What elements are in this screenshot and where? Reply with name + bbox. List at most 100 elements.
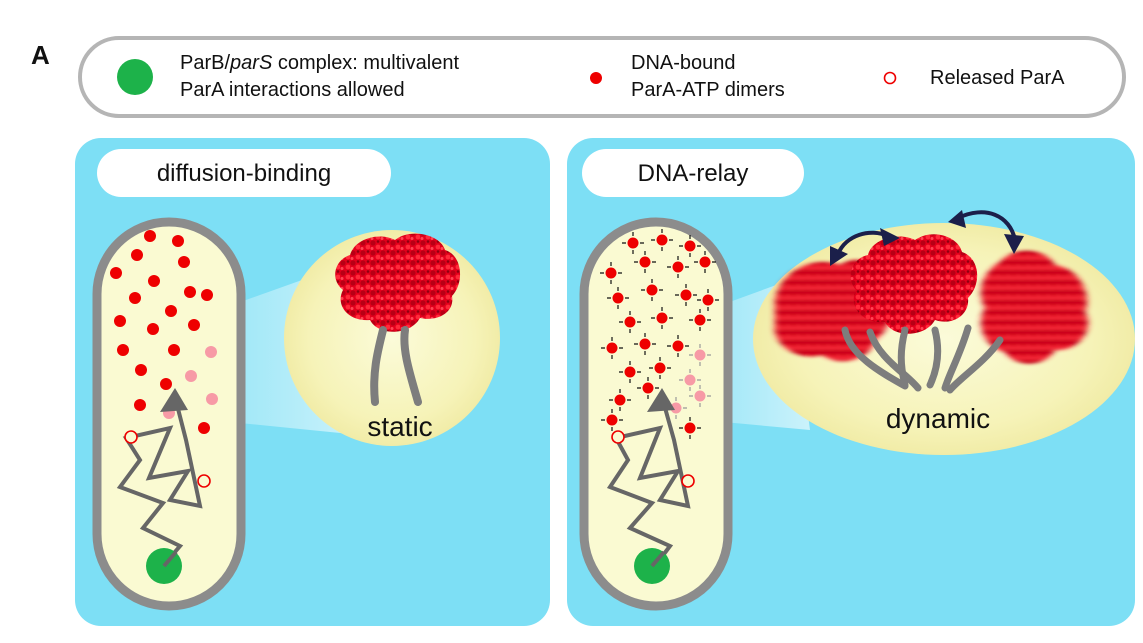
para-dimer	[129, 292, 141, 304]
para-dimer	[117, 344, 129, 356]
para-dimer	[699, 256, 711, 268]
diffusion-arrows-icon	[667, 335, 689, 357]
dynamic-para-proteins	[774, 234, 1088, 394]
exchange-arrowhead	[880, 228, 900, 246]
diffusion-arrows-icon	[619, 311, 641, 333]
diffusion-arrows-icon	[600, 262, 622, 284]
diffusion-arrows-icon	[694, 251, 716, 273]
diffusion-arrows-icon	[634, 333, 656, 355]
legend-box	[78, 36, 1126, 118]
diffusion-arrows-icon	[679, 235, 701, 257]
para-dimer	[110, 267, 122, 279]
parb-tether-right	[650, 550, 666, 568]
para-dimer	[694, 314, 706, 326]
legend-released: Released ParA	[930, 67, 1065, 89]
para-dimer	[684, 374, 696, 386]
diffusion-arrows-icon	[601, 337, 623, 359]
diffusion-arrows-icon	[637, 377, 659, 399]
para-dimer	[646, 284, 658, 296]
para-dimer	[684, 422, 696, 434]
static-label: static	[367, 411, 432, 442]
released-para-marker	[124, 430, 138, 444]
dna-relay-title-pill: DNA-relay	[582, 149, 804, 197]
released-para-marker	[197, 474, 211, 488]
para-dimer	[168, 344, 180, 356]
para-dimer	[656, 234, 668, 246]
released-para-marker	[611, 430, 625, 444]
diffusion-arrows-icon	[634, 251, 656, 273]
para-protein-center	[850, 234, 978, 334]
para-dimer	[206, 393, 218, 405]
para-dimer	[147, 323, 159, 335]
para-dimer	[114, 315, 126, 327]
para-dimer	[135, 364, 147, 376]
para-dimer	[184, 286, 196, 298]
para-dimer	[188, 319, 200, 331]
diffusion-binding-title: diffusion-binding	[157, 160, 331, 187]
para-dimer	[639, 338, 651, 350]
legend-complex-line2: ParA interactions allowed	[180, 79, 405, 101]
diffusion-arrows-icon	[679, 417, 701, 439]
para-dimer	[639, 256, 651, 268]
diffusion-arrows-icon	[689, 344, 711, 366]
diffusion-arrows-icon	[649, 357, 671, 379]
dynamic-label: dynamic	[886, 403, 990, 434]
para-dimer	[198, 422, 210, 434]
para-dimer	[624, 316, 636, 328]
diffusion-arrows-icon	[609, 389, 631, 411]
para-dimer	[205, 346, 217, 358]
para-dimer	[148, 275, 160, 287]
para-dimer	[172, 235, 184, 247]
para-dimer	[606, 342, 618, 354]
legend-complex-line1: ParB/parS complex: multivalent	[180, 52, 459, 74]
para-dimer	[134, 399, 146, 411]
para-dimers-right	[600, 229, 719, 439]
para-dimer	[684, 240, 696, 252]
diffusion-arrows-icon	[651, 307, 673, 329]
para-dimer	[672, 261, 684, 273]
para-dimer	[614, 394, 626, 406]
diffusion-arrows-icon	[651, 229, 673, 251]
diffusion-arrows-icon	[667, 256, 689, 278]
para-dimer	[627, 237, 639, 249]
cell-right	[579, 217, 733, 611]
para-dimer	[165, 305, 177, 317]
para-dimer	[670, 402, 682, 414]
parb-path-left	[116, 388, 203, 568]
exchange-arrowhead	[948, 210, 966, 228]
para-dimers-left	[110, 230, 218, 434]
parb-complex-legend-icon	[117, 59, 153, 95]
para-dimer	[612, 292, 624, 304]
legend-dimers-line1: DNA-bound	[631, 52, 736, 74]
diffusion-arrows-icon	[689, 385, 711, 407]
diffusion-arrows-icon	[622, 232, 644, 254]
diffusion-arrows-icon	[679, 369, 701, 391]
diffusion-arrows-icon	[689, 309, 711, 331]
diffusion-arrows-icon	[697, 289, 719, 311]
static-para-protein	[335, 233, 461, 406]
exchange-arrowhead	[1004, 234, 1024, 254]
para-dimer	[178, 256, 190, 268]
para-dimer	[672, 340, 684, 352]
para-dimer	[702, 294, 714, 306]
para-dimer	[144, 230, 156, 242]
para-dimer	[642, 382, 654, 394]
para-protein-blurred-right	[980, 250, 1088, 364]
para-dimer	[606, 414, 618, 426]
diffusion-arrows-icon	[675, 284, 697, 306]
para-dimer	[656, 312, 668, 324]
dna-relay-title: DNA-relay	[638, 160, 749, 187]
exchange-arrow-right	[956, 210, 1017, 242]
para-dimer	[160, 378, 172, 390]
para-dimer	[185, 370, 197, 382]
diffusion-arrows-icon	[641, 279, 663, 301]
diffusion-arrows-icon	[607, 287, 629, 309]
para-dimer	[680, 289, 692, 301]
para-dimer	[654, 362, 666, 374]
diffusion-arrows-icon	[619, 361, 641, 383]
diffusion-binding-title-pill: diffusion-binding	[97, 149, 391, 197]
diffusion-arrows-icon	[601, 409, 623, 431]
para-dimer	[694, 390, 706, 402]
parb-tether-left	[162, 550, 178, 568]
